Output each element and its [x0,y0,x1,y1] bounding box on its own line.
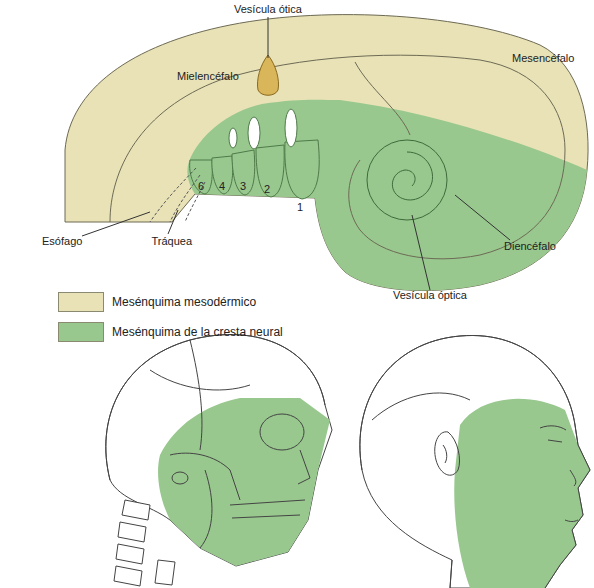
structure-label: Diencéfalo [504,240,556,253]
callout-number: 3 [240,180,246,193]
neural-crest-region [187,100,587,291]
face-details [360,335,590,588]
legend-text: Mesénquima de la cresta neural [112,325,283,339]
pharyngeal-clefts [229,109,297,149]
structure-label: Mesencéfalo [512,52,574,65]
brain-division-line [355,62,410,135]
foregut-lines [150,168,205,222]
skull-outline [106,335,332,566]
skull-crest-region [158,398,330,566]
leader-lines [82,17,510,290]
head-outline [360,335,590,588]
callout-number: 4 [219,180,225,193]
otic-vesicle [257,55,278,95]
embryo-head [65,15,588,291]
structure-label: Tráquea [152,235,193,248]
face-crest-region [454,399,590,588]
legend-swatch [58,292,104,312]
callout-number: 2 [264,183,270,196]
structure-label: Vesícula ótica [234,3,302,16]
structure-label: Esófago [42,235,82,248]
cervical-vertebrae [114,500,175,586]
structure-label: Vesícula óptica [393,289,467,302]
callout-number: 1 [297,201,303,214]
callout-number: 6 [198,180,204,193]
legend-text: Mesénquima mesodérmico [112,295,256,309]
structure-label: Mielencéfalo [177,70,239,83]
legend-swatch [58,322,104,342]
optic-vesicle [367,140,447,220]
skull-details [106,335,325,548]
neural-tube-outline [110,55,565,259]
